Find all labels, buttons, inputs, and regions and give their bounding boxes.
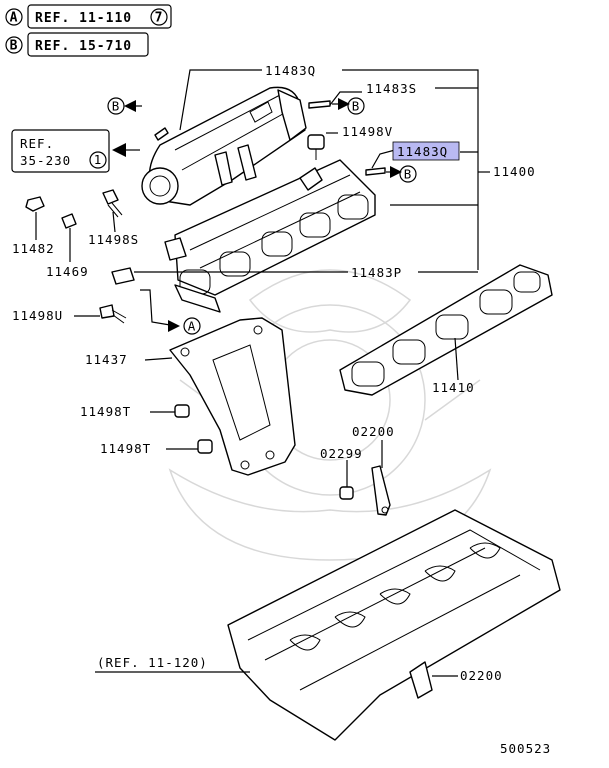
label-02299: 02299 bbox=[320, 446, 363, 461]
bolt-11498s bbox=[102, 189, 123, 218]
label-11482: 11482 bbox=[12, 241, 55, 256]
label-11400: 11400 bbox=[493, 164, 536, 179]
label-11483p: 11483P bbox=[351, 265, 402, 280]
label-11498u: 11498U bbox=[12, 308, 63, 323]
intake-manifold-11400 bbox=[141, 86, 376, 313]
svg-text:A: A bbox=[188, 319, 197, 334]
label-11498t-upper: 11498T bbox=[80, 404, 131, 419]
gasket-11410 bbox=[339, 264, 553, 396]
label-11483q-highlighted: 11483Q bbox=[397, 144, 448, 159]
washer-11469 bbox=[61, 213, 77, 229]
highlight-box-11483q bbox=[392, 141, 460, 161]
arrow-marker-b-top: B bbox=[107, 97, 142, 115]
svg-text:B: B bbox=[352, 99, 361, 114]
bolt-11498t-lower bbox=[197, 439, 213, 454]
reference-b: B REF. 15-710 bbox=[5, 32, 149, 57]
ref-block-line1: REF. bbox=[20, 136, 54, 151]
bolt-11498t-upper bbox=[174, 404, 190, 418]
svg-text:B: B bbox=[404, 167, 413, 182]
ref-block-line2: 35-230 bbox=[20, 153, 71, 168]
label-02200-bottom: 02200 bbox=[460, 668, 503, 683]
label-11498v: 11498V bbox=[342, 124, 393, 139]
arrow-marker-b-11483q: B bbox=[386, 165, 417, 183]
reference-a: A REF. 11-110 7 bbox=[5, 4, 172, 29]
bolt-02299 bbox=[339, 486, 354, 500]
bolt-11498v bbox=[307, 134, 325, 160]
stud-11483s bbox=[308, 100, 331, 109]
ref-a-circle-letter: A bbox=[10, 11, 19, 26]
ref-b-circle-letter: B bbox=[10, 39, 19, 54]
stud-11483q bbox=[365, 167, 386, 176]
label-11498s: 11498S bbox=[88, 232, 139, 247]
ref-block-number: 1 bbox=[94, 152, 103, 167]
ref-a-text: REF. 11-110 bbox=[35, 11, 132, 26]
label-11437: 11437 bbox=[85, 352, 128, 367]
bolt-11498u bbox=[99, 304, 127, 324]
ref-a-number: 7 bbox=[155, 11, 164, 26]
label-ref-cylinder-head: (REF. 11-120) bbox=[97, 655, 208, 670]
bolt-11483p bbox=[111, 267, 135, 285]
ref-b-text: REF. 15-710 bbox=[35, 39, 132, 54]
cylinder-head bbox=[227, 509, 561, 741]
label-11498t-lower: 11498T bbox=[100, 441, 151, 456]
label-11483q-top: 11483Q bbox=[265, 63, 316, 78]
stud-11483q-top bbox=[154, 127, 169, 141]
arrow-marker-b-11483s: B bbox=[332, 97, 365, 115]
label-11410: 11410 bbox=[432, 380, 475, 395]
label-11483s: 11483S bbox=[366, 81, 417, 96]
arrow-marker-a: A bbox=[140, 289, 201, 335]
label-11469: 11469 bbox=[46, 264, 89, 279]
nut-11482 bbox=[25, 196, 45, 212]
diagram-id: 500523 bbox=[500, 741, 551, 756]
label-02200-top: 02200 bbox=[352, 424, 395, 439]
part-labels: 11483Q 11483S 11498V 11483Q 11400 11482 … bbox=[12, 63, 551, 756]
svg-text:B: B bbox=[112, 99, 121, 114]
bracket-02200 bbox=[371, 465, 391, 516]
ref-block-35-230: REF. 35-230 1 bbox=[11, 129, 140, 173]
leader-lines bbox=[35, 69, 490, 677]
bracket-11437 bbox=[169, 317, 296, 476]
